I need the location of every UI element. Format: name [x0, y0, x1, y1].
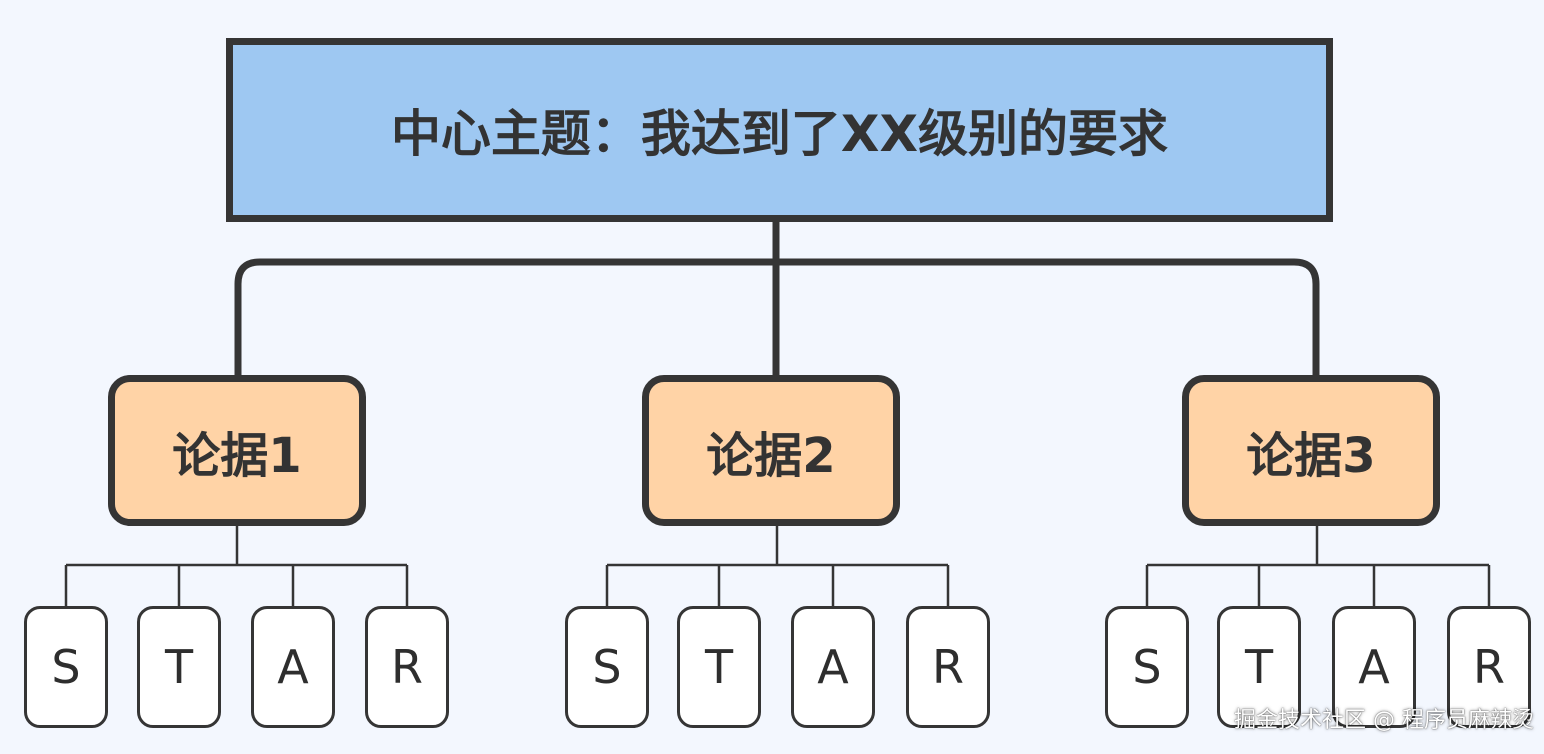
leaf-label: R: [391, 640, 423, 694]
argument-1-leaf-a: A: [251, 606, 335, 728]
argument-2-node: 论据2: [642, 375, 900, 526]
argument-3-label: 论据3: [1246, 427, 1376, 484]
argument-2-leaf-t: T: [677, 606, 761, 728]
argument-3-leaf-s: S: [1105, 606, 1189, 728]
argument-3-leaf-t: T: [1217, 606, 1301, 728]
argument-3-node: 论据3: [1182, 375, 1440, 526]
leaf-label: S: [592, 640, 622, 694]
leaf-label: R: [1473, 640, 1505, 694]
leaf-label: S: [51, 640, 81, 694]
central-topic-node: 中心主题：我达到了XX级别的要求: [226, 38, 1333, 222]
central-topic-label: 中心主题：我达到了XX级别的要求: [390, 105, 1169, 163]
connector-root-to-argument-1: [234, 258, 776, 375]
leaf-label: R: [932, 640, 964, 694]
leaf-label: T: [1244, 640, 1274, 694]
argument-1-node: 论据1: [108, 375, 366, 526]
watermark-text: 掘金技术社区 @ 程序员麻辣烫: [1234, 708, 1534, 733]
argument-1-label: 论据1: [172, 427, 302, 484]
argument-2-label: 论据2: [706, 427, 836, 484]
argument-1-leaf-r: R: [365, 606, 449, 728]
leaf-label: A: [277, 640, 309, 694]
connector-root-to-argument-3: [776, 258, 1320, 375]
leaf-label: A: [817, 640, 849, 694]
leaf-label: T: [164, 640, 194, 694]
argument-1-leaf-s: S: [24, 606, 108, 728]
argument-2-leaf-a: A: [791, 606, 875, 728]
connector-argument-3-to-leaves: [1145, 526, 1491, 606]
leaf-label: T: [704, 640, 734, 694]
argument-2-leaf-s: S: [565, 606, 649, 728]
connector-argument-1-to-leaves: [64, 526, 409, 606]
leaf-label: A: [1358, 640, 1390, 694]
argument-1-leaf-t: T: [137, 606, 221, 728]
connector-argument-2-to-leaves: [605, 526, 950, 606]
argument-3-leaf-r: R: [1447, 606, 1531, 728]
argument-3-leaf-a: A: [1332, 606, 1416, 728]
leaf-label: S: [1132, 640, 1162, 694]
argument-2-leaf-r: R: [906, 606, 990, 728]
